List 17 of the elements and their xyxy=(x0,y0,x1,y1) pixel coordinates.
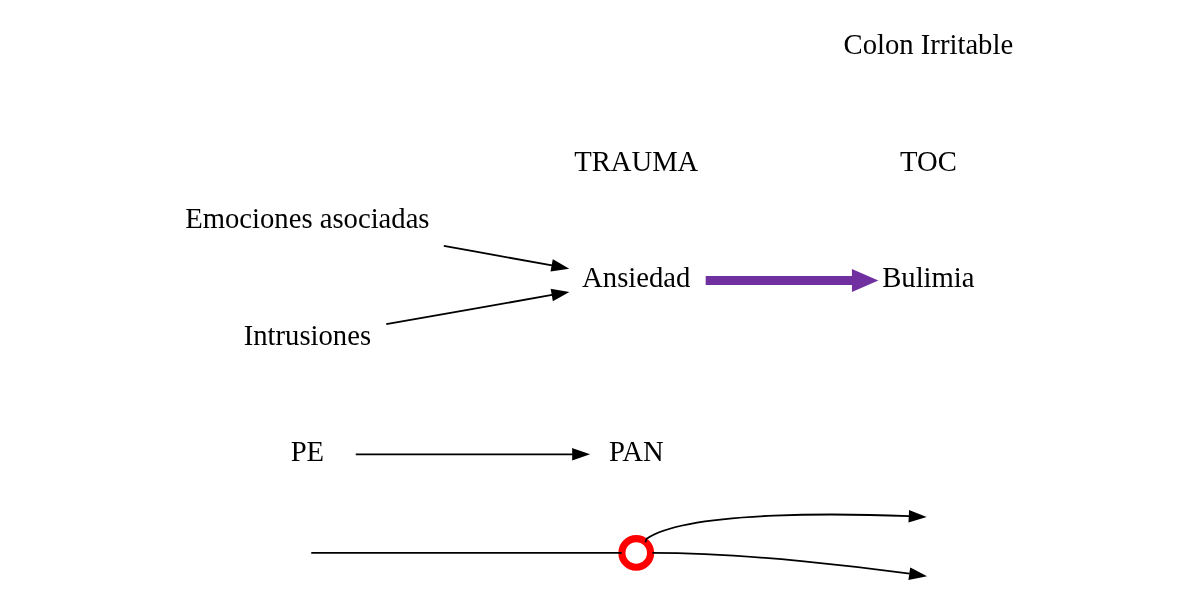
node-circle xyxy=(617,534,654,571)
arrow xyxy=(650,552,927,580)
label: Colon Irritable xyxy=(843,28,1013,61)
node-text: Emociones asociadas xyxy=(184,202,430,235)
node-text: Ansiedad xyxy=(581,261,690,294)
node-text: Bulimia xyxy=(881,261,975,294)
label: TRAUMA xyxy=(573,144,698,177)
arrow xyxy=(384,288,569,326)
node-text: Intrusiones xyxy=(243,318,371,351)
arrow xyxy=(442,244,569,272)
label: TOC xyxy=(899,144,957,177)
node-text: PE xyxy=(290,435,324,468)
arrow xyxy=(705,268,878,292)
connector xyxy=(309,552,623,554)
arrow xyxy=(643,509,927,544)
arrow xyxy=(354,448,590,461)
node-text: PAN xyxy=(608,435,664,468)
